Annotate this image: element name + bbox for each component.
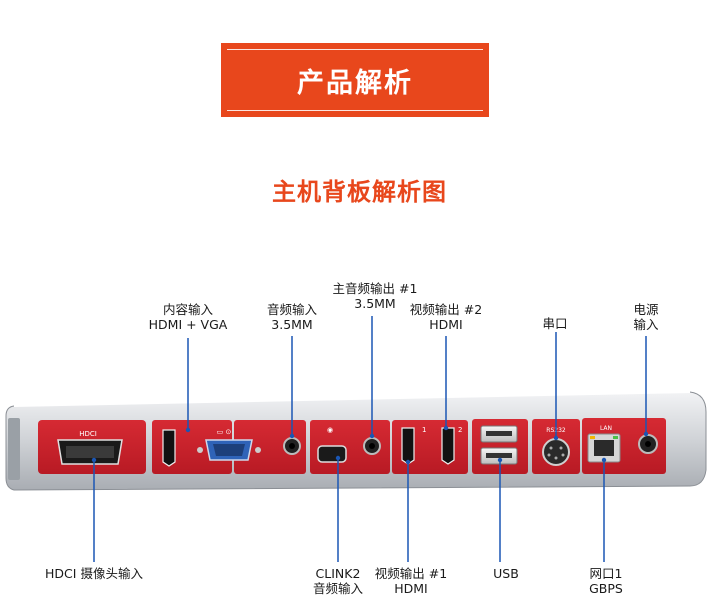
title-banner-frame: 产品解析 <box>227 49 483 111</box>
label-main-audio-output: 主音频输出 #1 3.5MM <box>332 281 418 311</box>
label-network-port: 网口1 GBPS <box>589 566 623 596</box>
red-panels <box>38 418 666 474</box>
svg-text:2: 2 <box>458 426 462 434</box>
page-title: 产品解析 <box>297 67 413 99</box>
label-serial-port: 串口 <box>542 316 568 331</box>
svg-text:LAN: LAN <box>600 425 612 432</box>
audio-output-jack <box>363 437 381 455</box>
label-content-input: 内容输入 HDMI + VGA <box>148 302 228 332</box>
label-hdci-camera-input: HDCI 摄像头输入 <box>45 566 143 581</box>
lan-connector: LAN <box>587 425 621 463</box>
audio-input-jack <box>283 437 301 455</box>
label-audio-input: 音频输入 3.5MM <box>266 302 317 332</box>
svg-text:▭ ⊙: ▭ ⊙ <box>217 428 232 436</box>
hdmi-output-1-connector: 1 <box>401 426 426 465</box>
label-power-input: 电源 输入 <box>633 302 659 332</box>
hdmi-output-2-connector: 2 <box>441 426 462 465</box>
diagram-subtitle: 主机背板解析图 <box>272 178 447 206</box>
svg-text:HDCI: HDCI <box>79 430 97 438</box>
label-video-output-1: 视频输出 #1 HDMI <box>374 566 448 596</box>
leader-dots <box>91 425 649 465</box>
vga-connector: ▭ ⊙ <box>197 428 261 461</box>
svg-text:1: 1 <box>422 426 426 434</box>
leader-lines <box>93 316 647 562</box>
label-usb: USB <box>493 566 519 581</box>
title-banner: 产品解析 <box>221 43 489 117</box>
label-clink2-audio-input: CLINK2 音频输入 <box>312 566 363 596</box>
svg-text:◉: ◉ <box>327 426 333 434</box>
usb-connectors <box>480 425 518 465</box>
hdmi-input-connector <box>162 429 176 467</box>
hdci-connector: HDCI <box>57 430 123 465</box>
power-connector <box>638 434 658 454</box>
label-video-output-2: 视频输出 #2 HDMI <box>409 302 483 332</box>
